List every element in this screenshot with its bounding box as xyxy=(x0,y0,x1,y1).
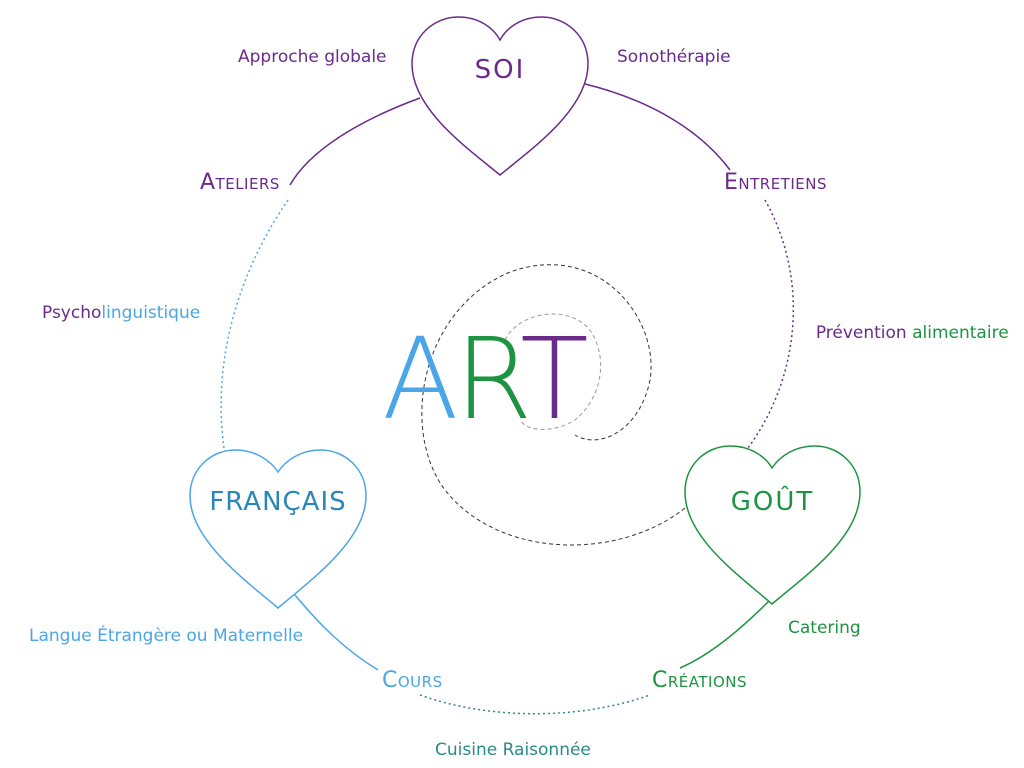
label-langue: Langue Étrangère ou Maternelle xyxy=(29,626,304,646)
node-ateliers: Ateliers xyxy=(200,170,280,195)
label-prevention-alimentaire: Prévention alimentaire xyxy=(805,303,1009,343)
spiral-inner xyxy=(504,313,602,430)
heart-gout xyxy=(684,445,861,605)
ring-cours-creations xyxy=(419,694,651,715)
label-psycholinguistique: Psycholinguistique xyxy=(42,303,200,323)
node-creations: Créations xyxy=(652,668,747,693)
label-linguistique: linguistique xyxy=(101,303,201,323)
heart-soi-label: SOI xyxy=(474,55,526,85)
ring-ateliers-francais xyxy=(220,199,289,456)
ring-soi-ateliers xyxy=(289,97,421,186)
art-letter-a: A xyxy=(382,315,459,445)
ring-entretiens-gout xyxy=(744,199,795,453)
ring-gout-creations xyxy=(679,599,771,669)
heart-soi xyxy=(411,16,589,176)
heart-gout-label: GOÛT xyxy=(730,487,815,517)
art-letter-t: T xyxy=(520,315,588,445)
node-cours: Cours xyxy=(382,668,443,693)
art-letter-r: R xyxy=(454,315,525,445)
spiral-outer xyxy=(421,264,686,546)
ring-francais-cours xyxy=(294,594,379,671)
label-sonotherapie: Sonothérapie xyxy=(617,47,731,67)
label-cuisine: Cuisine Raisonnée xyxy=(435,740,591,760)
node-entretiens: Entretiens xyxy=(724,170,827,195)
label-prevention: Prévention xyxy=(815,323,913,343)
heart-francais xyxy=(189,449,367,609)
label-approche-globale: Approche globale xyxy=(238,47,387,67)
label-alimentaire: alimentaire xyxy=(912,323,1009,343)
heart-francais-label: FRANÇAIS xyxy=(209,487,347,517)
label-catering: Catering xyxy=(788,618,861,638)
art-title: ART xyxy=(382,320,622,440)
label-psycho: Psycho xyxy=(42,303,102,323)
ring-soi-entretiens xyxy=(584,83,731,171)
